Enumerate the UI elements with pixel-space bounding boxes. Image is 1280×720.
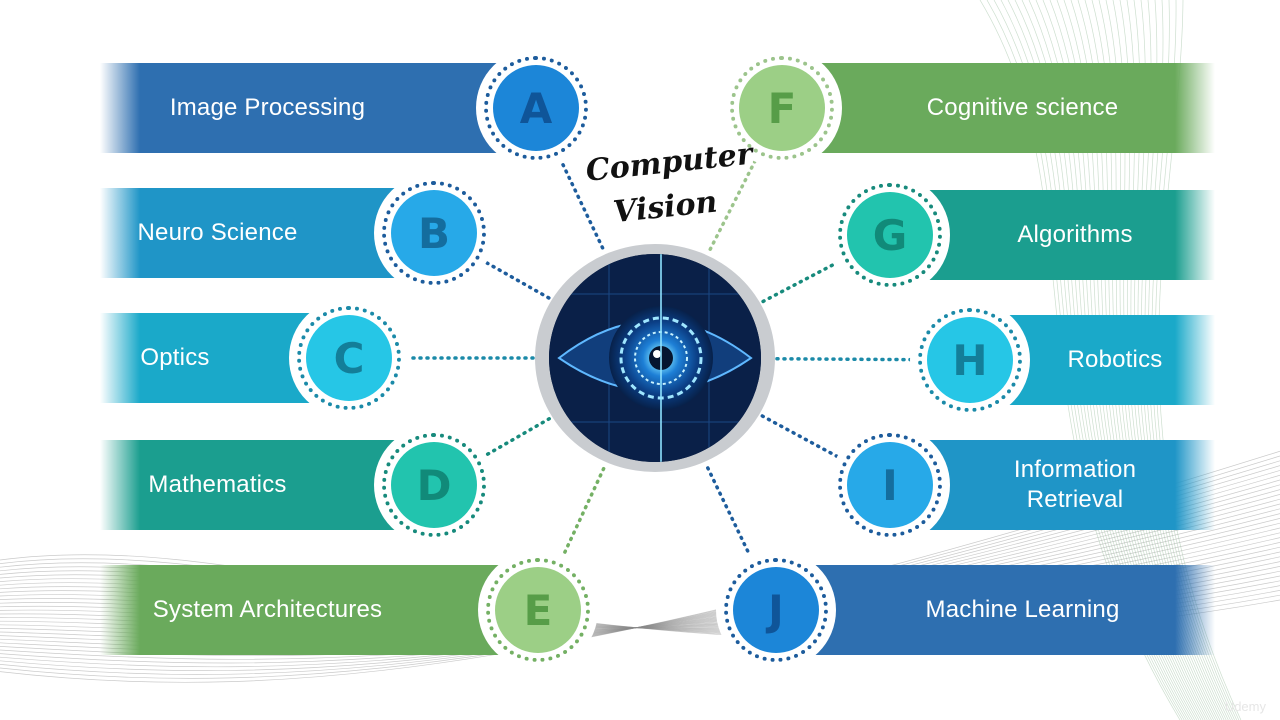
letter-badge-i: I <box>830 425 950 545</box>
badge-ring <box>724 558 828 662</box>
topic-band-d: Mathematics <box>100 440 405 530</box>
connector-j <box>706 466 752 558</box>
badge-ring <box>486 558 590 662</box>
letter-badge-b: B <box>374 173 494 293</box>
badge-letter: D <box>391 442 477 528</box>
topic-label: Robotics <box>1067 346 1163 373</box>
badge-letter: A <box>493 65 579 151</box>
badge-ring <box>838 183 942 287</box>
badge-letter: J <box>733 567 819 653</box>
watermark: Udemy <box>1224 699 1266 714</box>
letter-badge-d: D <box>374 425 494 545</box>
badge-letter: C <box>306 315 392 401</box>
connector-i <box>760 414 839 459</box>
topic-band-e: System Architectures <box>100 565 505 655</box>
letter-badge-a: A <box>476 48 596 168</box>
topic-label: Neuro Science <box>137 219 298 246</box>
badge-ring <box>918 308 1022 412</box>
letter-badge-g: G <box>830 175 950 295</box>
topic-band-b: Neuro Science <box>100 188 405 278</box>
topic-label: Optics <box>140 344 210 371</box>
badge-letter: E <box>495 567 581 653</box>
connector-e <box>561 466 606 558</box>
connector-h <box>775 357 912 362</box>
badge-letter: I <box>847 442 933 528</box>
badge-ring <box>382 181 486 285</box>
badge-letter: H <box>927 317 1013 403</box>
connector-d <box>484 417 551 457</box>
connector-a <box>560 160 605 250</box>
badge-ring <box>838 433 942 537</box>
topic-label: Machine Learning <box>925 596 1120 623</box>
topic-band-a: Image Processing <box>100 63 505 153</box>
letter-badge-c: C <box>289 298 409 418</box>
badge-letter: G <box>847 192 933 278</box>
connector-g <box>761 261 839 304</box>
badge-letter: B <box>391 190 477 276</box>
topic-label: Mathematics <box>148 471 287 498</box>
letter-badge-j: J <box>716 550 836 670</box>
badge-ring <box>297 306 401 410</box>
eye-icon <box>549 254 761 462</box>
center-title: Computer Vision <box>584 134 754 237</box>
letter-badge-h: H <box>910 300 1030 420</box>
topic-label: System Architectures <box>152 596 383 623</box>
topic-label: Information Retrieval <box>1013 456 1137 513</box>
badge-ring <box>382 433 486 537</box>
topic-label: Image Processing <box>169 94 366 121</box>
connector-f <box>708 159 757 251</box>
letter-badge-e: E <box>478 550 598 670</box>
topic-label: Algorithms <box>1017 221 1133 248</box>
topic-label: Cognitive science <box>926 94 1119 121</box>
topic-band-c: Optics <box>100 313 320 403</box>
center-image <box>535 244 775 472</box>
badge-letter: F <box>739 65 825 151</box>
badge-ring <box>484 56 588 160</box>
letter-badge-f: F <box>722 48 842 168</box>
badge-ring <box>730 56 834 160</box>
connector-b <box>484 260 551 300</box>
